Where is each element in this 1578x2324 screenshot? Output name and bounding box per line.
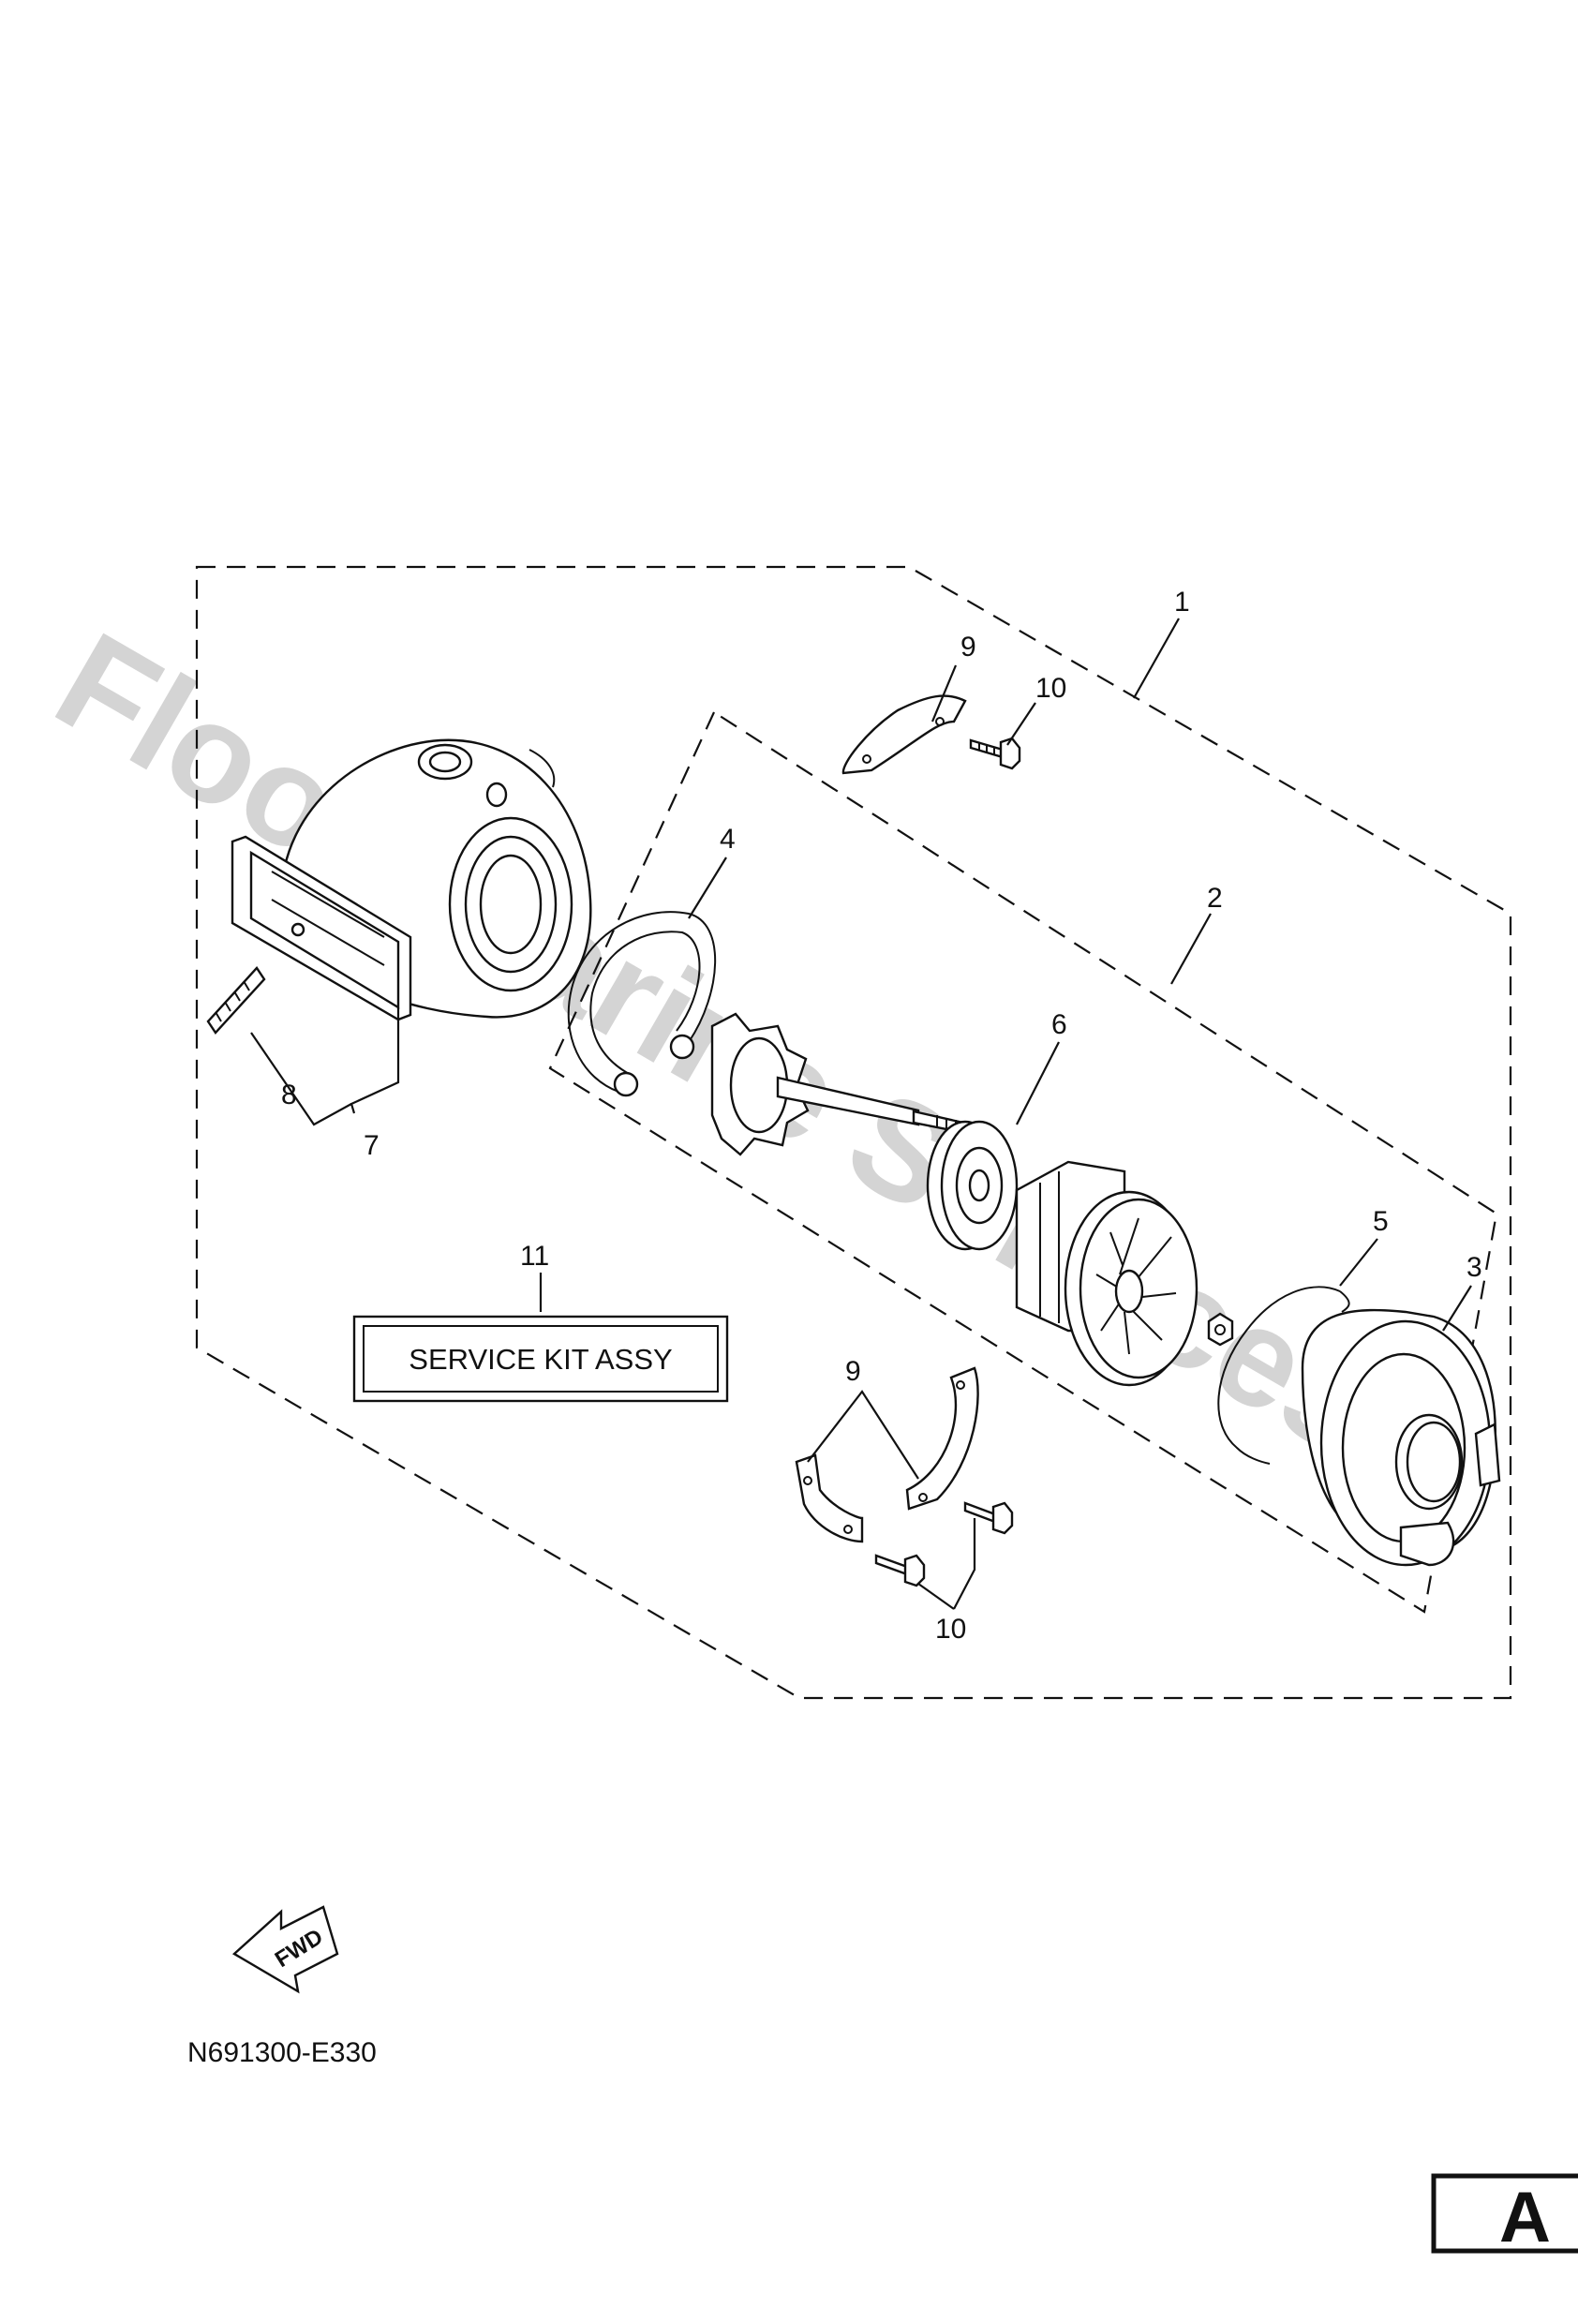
callout-11: 11 bbox=[520, 1241, 549, 1272]
callout-5: 5 bbox=[1373, 1206, 1389, 1237]
snap-ring bbox=[567, 911, 717, 1097]
bolt-top bbox=[969, 737, 1021, 770]
turbine-housing bbox=[231, 738, 592, 1021]
page-letter: A bbox=[1499, 2178, 1551, 2257]
leader-lines bbox=[250, 618, 1472, 1610]
stud-bolt bbox=[206, 966, 266, 1035]
service-kit-label-box: SERVICE KIT ASSY bbox=[352, 1315, 729, 1403]
callout-10-bottom: 10 bbox=[935, 1614, 966, 1645]
heat-shield-top bbox=[841, 694, 967, 775]
heat-shield-bottom-left bbox=[795, 1453, 864, 1543]
fwd-arrow-icon: FWD bbox=[231, 1905, 339, 1994]
callout-6: 6 bbox=[1051, 1009, 1067, 1040]
callout-7: 7 bbox=[364, 1130, 380, 1161]
callout-1: 1 bbox=[1174, 587, 1190, 618]
bolt-bottom-1 bbox=[963, 1501, 1014, 1535]
callout-10-top: 10 bbox=[1035, 673, 1066, 704]
callout-2: 2 bbox=[1207, 883, 1223, 914]
bolt-bottom-2 bbox=[874, 1554, 926, 1587]
o-ring bbox=[1217, 1286, 1350, 1465]
callout-9-bottom: 9 bbox=[845, 1356, 861, 1387]
diagram-code: N691300-E330 bbox=[187, 2037, 377, 2068]
kit-boundary-inner bbox=[548, 710, 1498, 1614]
seal-plate bbox=[926, 1120, 1019, 1251]
page-letter-box: A bbox=[1431, 2173, 1578, 2257]
callout-9-top: 9 bbox=[960, 632, 976, 663]
service-kit-label: SERVICE KIT ASSY bbox=[409, 1343, 672, 1376]
callout-4: 4 bbox=[720, 824, 736, 855]
callout-8: 8 bbox=[281, 1080, 297, 1110]
callout-3: 3 bbox=[1466, 1252, 1482, 1283]
nut bbox=[1207, 1312, 1234, 1347]
heat-shield-bottom-right bbox=[905, 1366, 979, 1511]
kit-boundary-outer bbox=[195, 565, 1512, 1700]
compressor-housing bbox=[1301, 1308, 1501, 1567]
bearing-housing-compressor-wheel bbox=[1015, 1160, 1198, 1387]
